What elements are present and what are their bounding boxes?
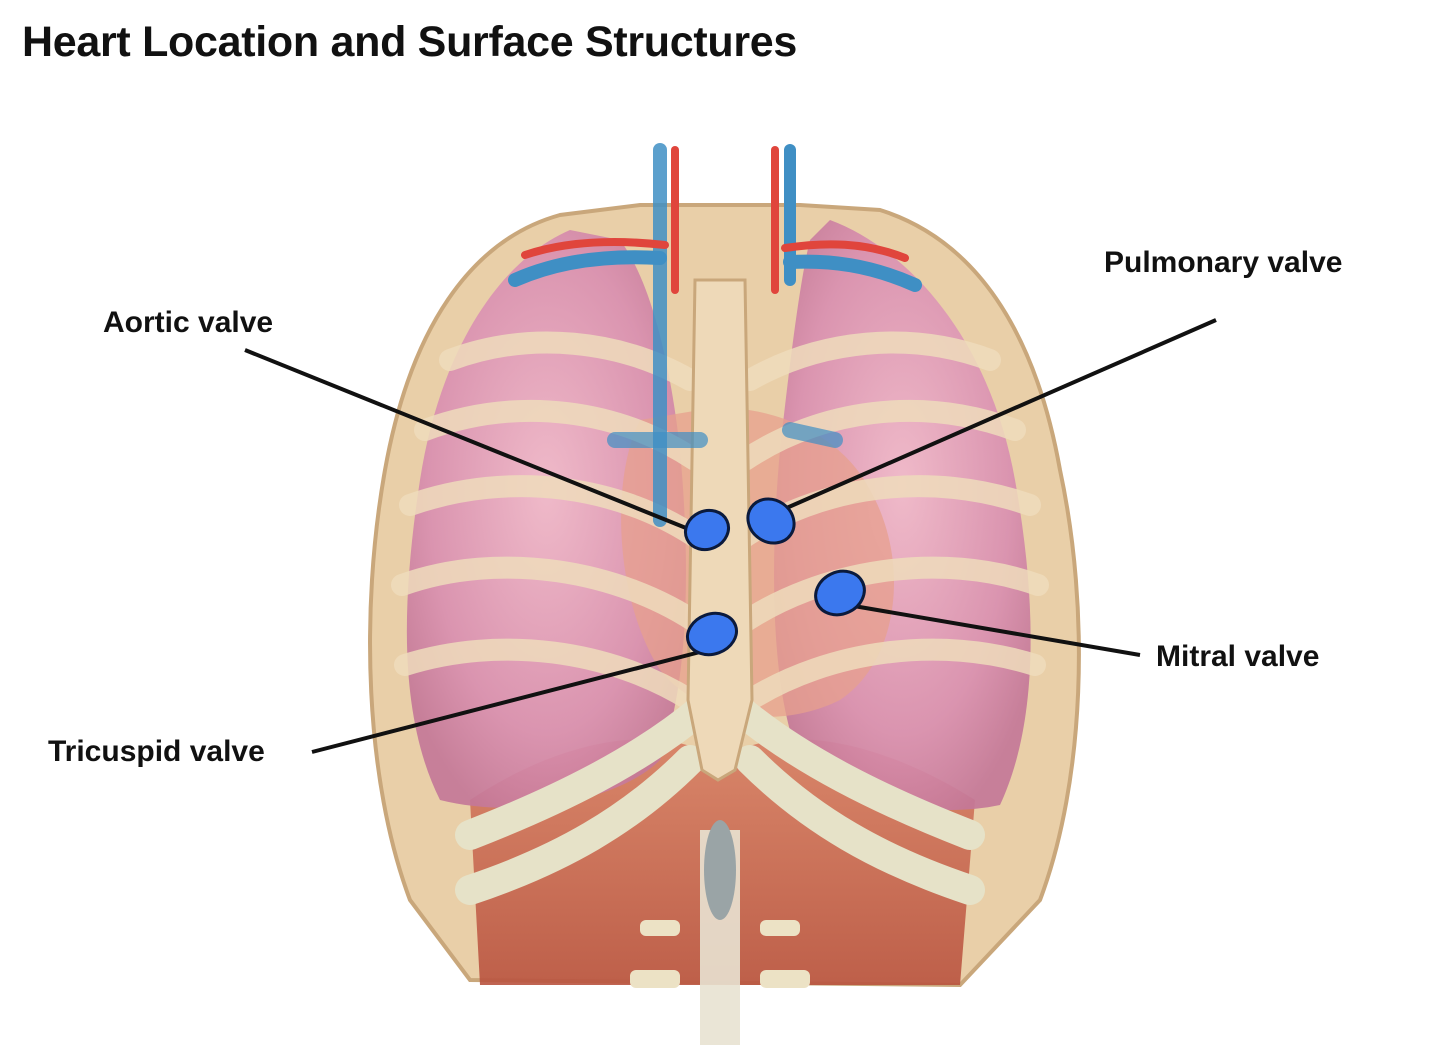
pulmonary-valve-label: Pulmonary valve bbox=[1104, 246, 1342, 280]
mitral-valve-label: Mitral valve bbox=[1156, 640, 1319, 674]
aortic-valve-label: Aortic valve bbox=[103, 306, 273, 340]
tricuspid-valve-label: Tricuspid valve bbox=[48, 735, 265, 769]
